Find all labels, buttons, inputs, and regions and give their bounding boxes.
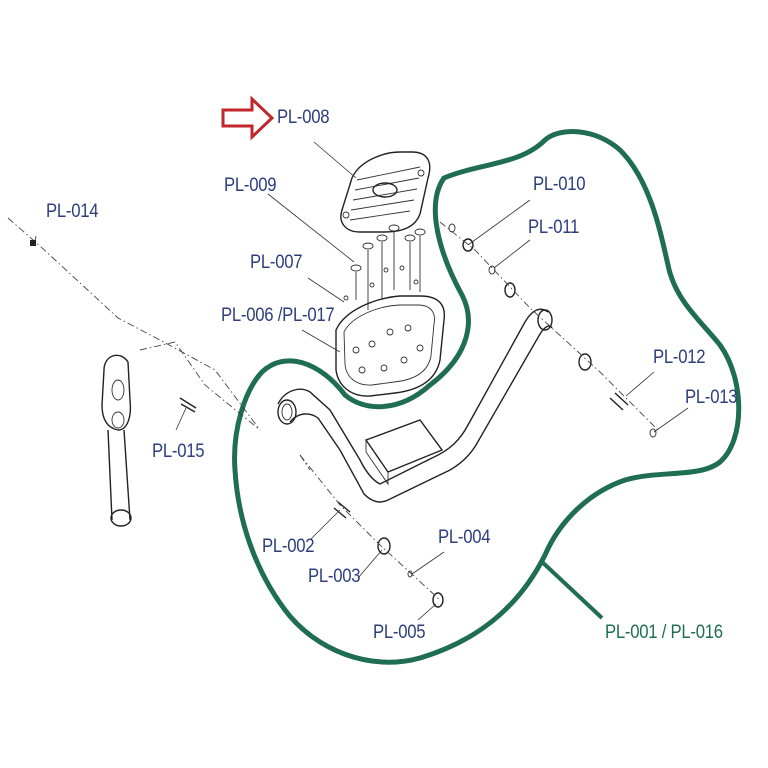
grip-plate-part (340, 151, 431, 233)
label-pl-005: PL-005 (373, 622, 426, 643)
right-arrow-outline-icon (221, 95, 275, 141)
label-pl-002: PL-002 (262, 536, 315, 557)
label-pl-011: PL-011 (528, 217, 580, 238)
assembly-highlight-outline (232, 129, 742, 665)
leader-lines (33, 141, 689, 621)
label-pl-006-pl-017: PL-006 /PL-017 (221, 305, 335, 326)
label-pl-014: PL-014 (46, 201, 99, 222)
tube-frame-part (277, 308, 553, 503)
label-pl-007: PL-007 (250, 252, 303, 273)
hardware-right (448, 223, 657, 438)
assembly-leader-line (538, 558, 604, 620)
step-base-part (335, 295, 446, 397)
label-pl-008: PL-008 (277, 107, 330, 128)
label-pl-013: PL-013 (685, 387, 738, 408)
center-lines (7, 217, 661, 601)
label-pl-015: PL-015 (152, 441, 205, 462)
label-pl-001-pl-016: PL-001 / PL-016 (605, 622, 723, 643)
pl014-marker (30, 240, 36, 246)
label-pl-003: PL-003 (308, 566, 361, 587)
side-arm-part (101, 354, 132, 527)
label-pl-012: PL-012 (653, 347, 706, 368)
pin-part (179, 397, 197, 413)
label-pl-009: PL-009 (224, 175, 277, 196)
label-pl-004: PL-004 (438, 527, 491, 548)
hardware-bottom (333, 501, 444, 608)
fastener-set (343, 224, 426, 310)
label-pl-010: PL-010 (533, 174, 586, 195)
